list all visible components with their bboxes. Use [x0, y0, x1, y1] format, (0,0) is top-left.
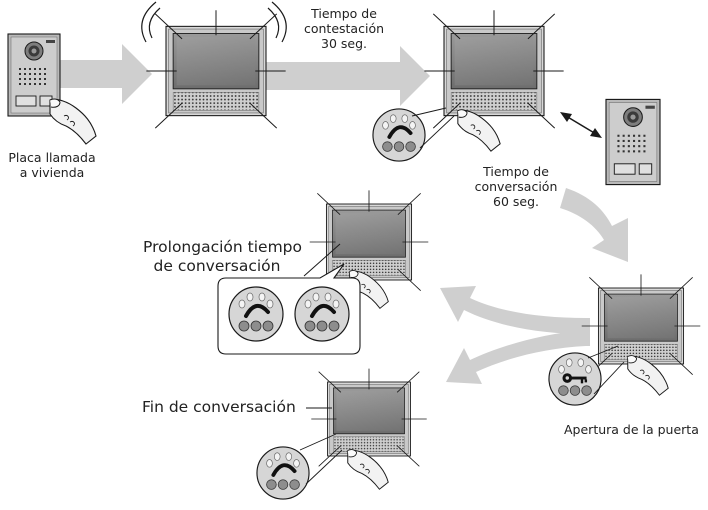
double-arrow-icon [560, 112, 602, 138]
label-fin: Fin de conversación [142, 398, 296, 417]
arrow-to-prolongation [440, 286, 586, 334]
label-tiempo-contestacion: Tiempo de contestación 30 seg. [294, 6, 394, 51]
key-icon [548, 352, 602, 406]
label-fin-text: Fin de conversación [142, 398, 296, 416]
label-placa: Placa llamada a vivienda [2, 150, 102, 180]
label-apertura-text: Apertura de la puerta [564, 422, 699, 437]
handset-icon [371, 107, 427, 163]
label-placa-line1: Placa llamada [8, 150, 96, 165]
callout-box [217, 263, 361, 355]
handset-icon [227, 285, 285, 343]
label-contestacion-line2: contestación [303, 21, 385, 36]
arrow-panel-to-monitor [58, 44, 152, 104]
handset-icon [255, 445, 311, 501]
label-prolongacion-line1: Prolongación tiempo [143, 238, 302, 256]
label-prolongacion-line2: de conversación [153, 257, 281, 275]
ring-waves-icon [141, 1, 287, 43]
label-prolongacion: Prolongación tiempo de conversación [132, 238, 302, 276]
arrow-to-end [446, 330, 586, 384]
arrow-monitor-to-answer [262, 46, 430, 106]
arrow-down-to-door [560, 188, 628, 262]
label-contestacion-line1: Tiempo de [311, 6, 377, 21]
label-contestacion-line3: 30 seg. [321, 36, 367, 51]
hand-icon [49, 98, 97, 145]
label-apertura: Apertura de la puerta [564, 422, 699, 437]
monitor-ringing [145, 9, 287, 129]
monitor-answered [423, 9, 565, 129]
monitor-end [310, 368, 428, 467]
flow-arrows [58, 44, 628, 384]
door-panel-icon [605, 98, 661, 186]
label-conversacion-line3: 60 seg. [493, 194, 539, 209]
label-conversacion-line1: Tiempo de [483, 164, 549, 179]
label-placa-line2: a vivienda [19, 165, 85, 180]
label-tiempo-conversacion: Tiempo de conversación 60 seg. [462, 164, 570, 209]
handset-icon [293, 285, 351, 343]
label-conversacion-line2: conversación [474, 179, 558, 194]
